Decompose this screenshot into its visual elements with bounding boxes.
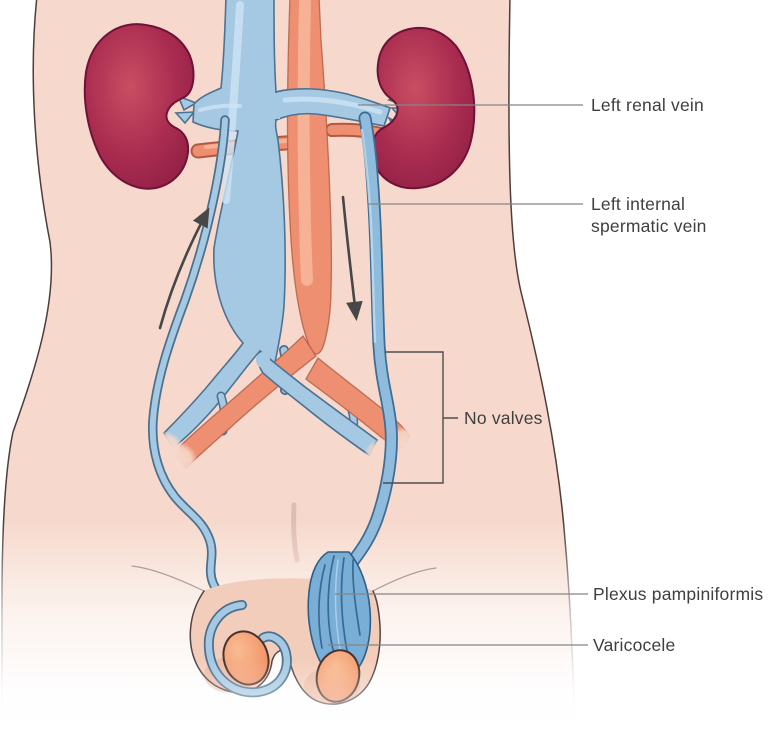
right-kidney — [83, 23, 195, 190]
right-internal-spermatic-vein — [147, 115, 248, 610]
pampiniform-plexus-varicocele — [307, 551, 372, 680]
label-left-renal-vein: Left renal vein — [591, 95, 704, 115]
right-common-iliac-vein — [256, 349, 379, 457]
label-left-internal-spermatic-vein-line1: Left internal — [591, 194, 685, 214]
bottom-fade — [0, 660, 768, 733]
label-plexus-pampiniformis: Plexus pampiniformis — [593, 584, 763, 604]
labels: Left renal vein Left internal spermatic … — [464, 95, 763, 655]
downward-flow-arrow — [341, 195, 363, 322]
left-internal-spermatic-vein — [344, 111, 398, 571]
upward-flow-arrow — [158, 207, 210, 330]
label-no-valves: No valves — [464, 408, 543, 428]
label-left-internal-spermatic-vein-line2: spermatic vein — [591, 216, 707, 236]
no-valves-bracket — [383, 351, 458, 484]
label-varicocele: Varicocele — [593, 635, 675, 655]
leader-lines — [328, 104, 588, 646]
right-renal-vein-highlight — [198, 103, 242, 112]
